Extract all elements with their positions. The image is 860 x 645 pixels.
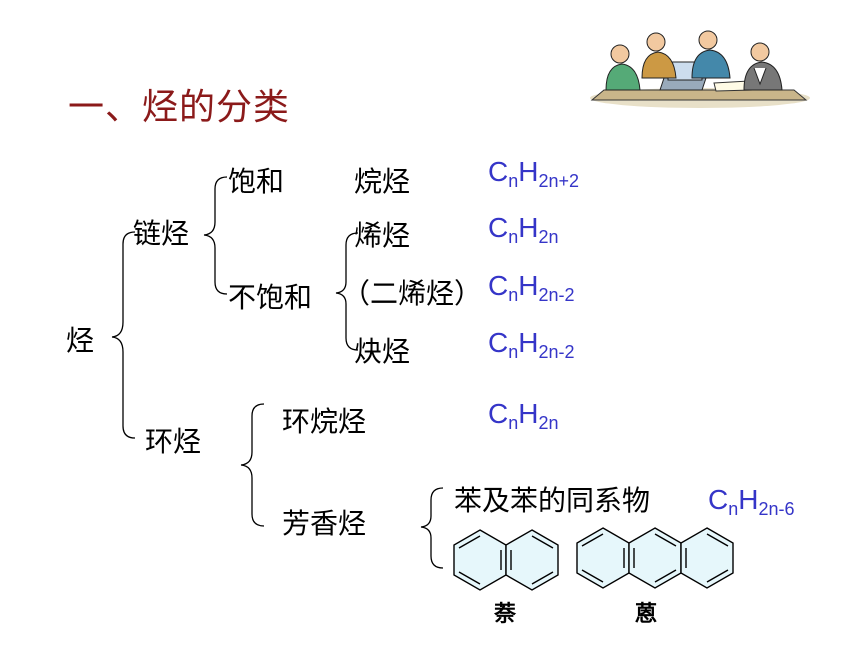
benzene-series-label: 苯及苯的同系物 [454, 484, 651, 517]
cycloalkane-label: 环烷烃 [282, 405, 367, 438]
ring-hydrocarbon-label: 环烃 [145, 425, 202, 458]
alkene-label: 烯烃 [354, 219, 411, 252]
alkyne-formula: CnH2n-2 [488, 327, 575, 362]
chain-hydrocarbon-label: 链烃 [133, 217, 190, 250]
slide-title: 一、烃的分类 [68, 87, 291, 128]
alkyne-label: 炔烃 [354, 335, 411, 368]
diene-formula: CnH2n-2 [488, 270, 575, 305]
cycloalkane-formula: CnH2n [488, 398, 559, 433]
diene-label: （二烯烃） [342, 277, 483, 310]
benzene-series-formula: CnH2n-6 [708, 484, 795, 519]
alkane-label: 烷烃 [354, 165, 411, 198]
root-hydrocarbon-label: 烃 [66, 324, 95, 357]
anthracene-structure [576, 527, 734, 589]
anthracene-caption: 蒽 [635, 602, 658, 627]
naphthalene-caption: 萘 [494, 602, 517, 627]
saturated-label: 饱和 [228, 165, 285, 198]
alkane-formula: CnH2n+2 [488, 156, 580, 191]
people-around-laptop-icon [590, 30, 810, 108]
unsaturated-label: 不饱和 [228, 281, 313, 314]
naphthalene-structure [453, 529, 559, 591]
aromatic-label: 芳香烃 [282, 507, 367, 540]
alkene-formula: CnH2n [488, 212, 559, 247]
